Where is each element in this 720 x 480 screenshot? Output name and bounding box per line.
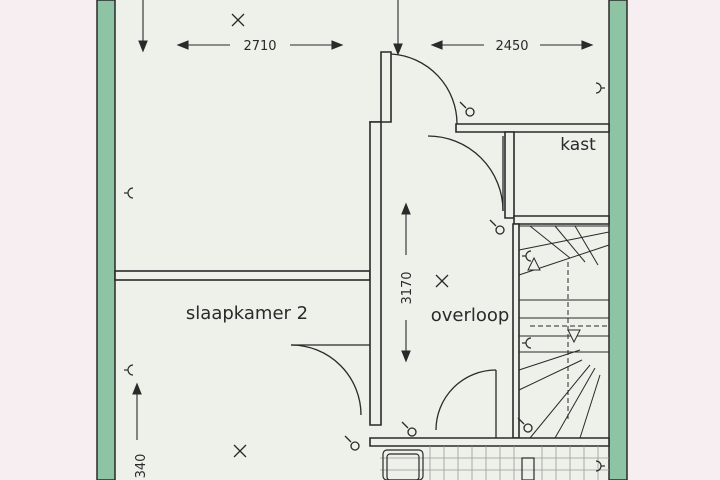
light-switch-icon — [344, 101, 533, 451]
door-swing-icon — [390, 53, 458, 125]
dimension-top-left: 2710 — [243, 39, 276, 54]
ceiling-light-icon — [435, 274, 449, 288]
wall-outlet-icon — [522, 337, 532, 349]
room-label-closet: kast — [560, 135, 596, 155]
shower-tray — [521, 457, 535, 480]
staircase-icon — [518, 225, 610, 439]
dimension-bedroom-depth: 340 — [134, 454, 149, 479]
dimension-top-right: 2450 — [495, 39, 528, 54]
ceiling-light-icon — [233, 444, 247, 458]
wall-bathroom-top — [369, 437, 610, 447]
light-switch-icon — [401, 421, 417, 437]
exterior-wall-right — [608, 0, 628, 480]
wall-outlet-icon — [124, 187, 134, 199]
ceiling-light-icon — [231, 13, 449, 458]
wall-outlet-icon — [124, 364, 134, 376]
wall-closet-left — [504, 131, 515, 219]
door-swing-icon — [290, 344, 362, 416]
bathroom-fixtures — [382, 449, 535, 480]
bathtub-inner — [386, 453, 420, 480]
bathtub — [382, 449, 424, 480]
wall-landing-left — [369, 121, 382, 426]
wall-outlet-icon — [595, 82, 605, 94]
room-label-bedroom-2: slaapkamer 2 — [186, 303, 308, 324]
bathroom-tiles — [380, 446, 609, 480]
light-switch-icon — [517, 417, 533, 433]
wall-bedroom-divider — [114, 270, 371, 281]
ceiling-light-icon — [231, 13, 245, 27]
door-swing-icon — [427, 135, 504, 212]
wall-landing-top-right — [455, 123, 610, 133]
wall-outlet-icon — [522, 250, 532, 262]
wall-outlet-icon — [124, 82, 605, 472]
light-switch-icon — [489, 219, 505, 235]
exterior-wall-left — [96, 0, 116, 480]
dimension-landing-depth: 3170 — [400, 271, 415, 304]
interior-walls — [114, 51, 610, 447]
wall-stair-left — [512, 223, 520, 439]
room-label-landing: overloop — [431, 305, 510, 326]
floor-area — [115, 0, 609, 480]
wall-closet-bottom — [513, 215, 610, 225]
light-switch-icon — [459, 101, 475, 117]
wall-outlet-icon — [595, 460, 605, 472]
light-switch-icon — [344, 435, 360, 451]
dimension-lines — [132, 0, 594, 440]
door-swing-icon — [435, 369, 497, 431]
door-swing-icon — [290, 53, 504, 438]
wall-top-door-jamb — [380, 51, 392, 123]
